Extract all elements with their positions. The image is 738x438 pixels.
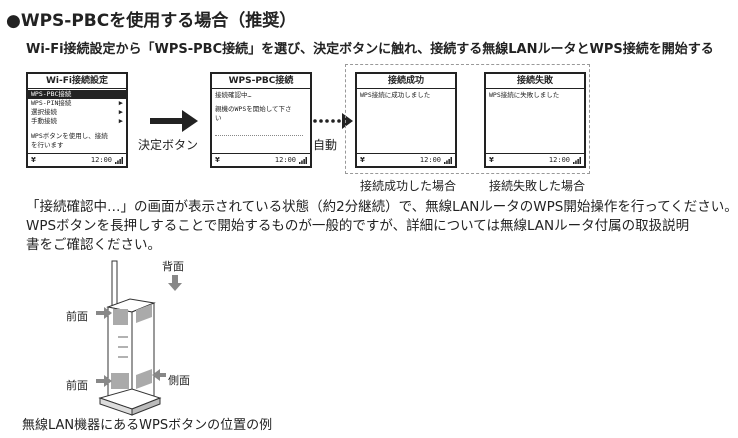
yen-icon: ¥ bbox=[489, 156, 494, 164]
arrow-down-icon bbox=[168, 275, 182, 291]
screen-success: 接続成功 WPS接続に成功しました ¥ 12:00 bbox=[355, 72, 457, 168]
clock: 12:00 bbox=[548, 156, 570, 164]
label-back: 背面 bbox=[162, 260, 184, 273]
instruction-text: 親機のWPSを開始して下さ bbox=[215, 105, 292, 113]
action-label-auto: 自動 bbox=[313, 138, 338, 152]
signal-icon bbox=[115, 157, 123, 164]
arrow-right-icon bbox=[96, 307, 112, 319]
result-group bbox=[345, 64, 590, 174]
label-side: 側面 bbox=[168, 374, 190, 387]
clock: 12:00 bbox=[90, 156, 112, 164]
caption-failure: 接続失敗した場合 bbox=[489, 179, 586, 193]
arrow-left-icon bbox=[152, 369, 166, 381]
screen-header: 接続失敗 bbox=[486, 74, 584, 89]
progress-dots bbox=[215, 135, 303, 136]
paragraph-line: 「接続確認中…」の画面が表示されている状態（約2分継続）で、無線LANルータのW… bbox=[26, 199, 738, 215]
instruction-text-cont: い bbox=[215, 114, 222, 122]
status-text: 接続確認中… bbox=[215, 91, 252, 99]
signal-icon bbox=[573, 157, 581, 164]
yen-icon: ¥ bbox=[360, 156, 365, 164]
result-text: WPS接続に成功しました bbox=[360, 91, 431, 99]
router-caption: 無線LAN機器にあるWPSボタンの位置の例 bbox=[22, 418, 273, 433]
screen-header: Wi-Fi接続設定 bbox=[28, 74, 126, 89]
signal-icon bbox=[299, 157, 307, 164]
page-subtitle: Wi-Fi接続設定から「WPS-PBC接続」を選び、決定ボタンに触れ、接続する無… bbox=[26, 42, 714, 57]
arrow-right-icon: ▶ bbox=[118, 117, 123, 125]
arrow-right-icon bbox=[150, 110, 198, 132]
screen-wps-pbc: WPS-PBC接続 接続確認中… 親機のWPSを開始して下さ い ¥ 12:00 bbox=[210, 72, 312, 168]
screen-wifi-settings: Wi-Fi接続設定 WPS-PBC接続 WPS-PIN接続▶ 選択接続▶ 手動接… bbox=[26, 72, 128, 168]
screen-note: WPSボタンを使用し、接続 を行います bbox=[31, 132, 108, 149]
paragraph-line: 書をご確認ください。 bbox=[26, 237, 161, 253]
dotted-arrow-right-icon bbox=[313, 113, 353, 129]
arrow-right-icon bbox=[96, 375, 112, 387]
yen-icon: ¥ bbox=[215, 156, 220, 164]
page-title: ●WPS-PBCを使用する場合（推奨） bbox=[6, 11, 297, 31]
caption-success: 接続成功した場合 bbox=[360, 179, 457, 193]
screen-header: WPS-PBC接続 bbox=[212, 74, 310, 89]
arrow-right-icon: ▶ bbox=[118, 99, 123, 107]
paragraph-line: WPSボタンを長押しすることで開始するものが一般的ですが、詳細については無線LA… bbox=[26, 218, 690, 234]
menu-item-select: 選択接続▶ bbox=[31, 108, 123, 116]
menu-item-manual: 手動接続▶ bbox=[31, 117, 123, 125]
label-front-top: 前面 bbox=[66, 310, 88, 323]
router-illustration bbox=[96, 260, 182, 416]
screen-failure: 接続失敗 WPS接続に失敗しました ¥ 12:00 bbox=[484, 72, 586, 168]
menu-item-wps-pin: WPS-PIN接続▶ bbox=[31, 99, 123, 107]
menu-item-wps-pbc: WPS-PBC接続 bbox=[28, 90, 126, 99]
arrow-right-icon: ▶ bbox=[118, 108, 123, 116]
clock: 12:00 bbox=[419, 156, 441, 164]
instruction-paragraph: 「接続確認中…」の画面が表示されている状態（約2分継続）で、無線LANルータのW… bbox=[26, 198, 738, 255]
result-text: WPS接続に失敗しました bbox=[489, 91, 560, 99]
yen-icon: ¥ bbox=[31, 156, 36, 164]
clock: 12:00 bbox=[274, 156, 296, 164]
label-front-bottom: 前面 bbox=[66, 379, 88, 392]
signal-icon bbox=[444, 157, 452, 164]
action-label-decide: 決定ボタン bbox=[138, 138, 199, 152]
screen-header: 接続成功 bbox=[357, 74, 455, 89]
